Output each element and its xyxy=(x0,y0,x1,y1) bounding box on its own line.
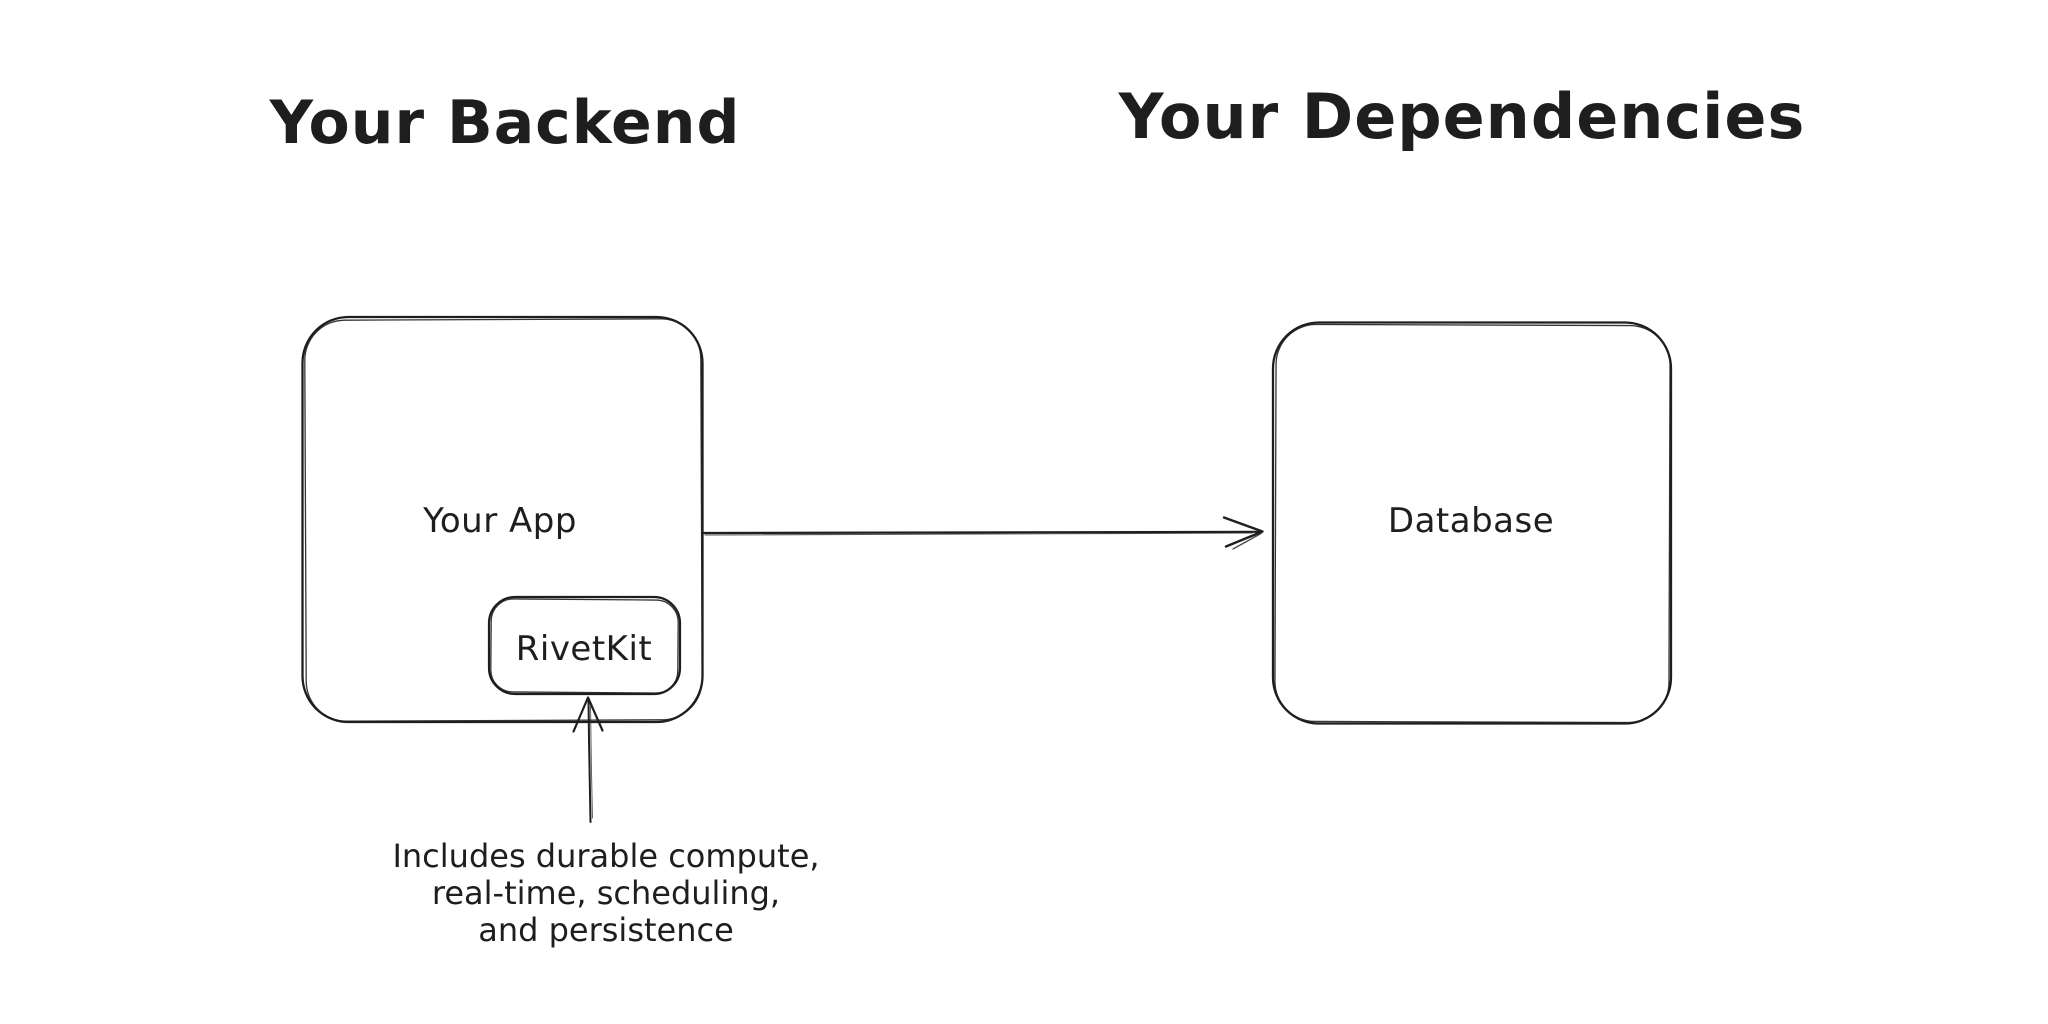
app-box-outline xyxy=(301,315,704,724)
annotation-line-1: Includes durable compute, xyxy=(392,837,820,875)
annotation-arrow xyxy=(572,696,604,823)
app-box-label: Your App xyxy=(423,501,577,541)
rivetkit-box-label: RivetKit xyxy=(515,629,653,669)
arrowhead-up xyxy=(572,696,604,733)
app-to-database-arrow xyxy=(702,516,1264,550)
rivetkit-annotation: Includes durable compute, real-time, sch… xyxy=(392,838,819,949)
database-box-outline xyxy=(1271,321,1673,725)
annotation-line-2: real-time, scheduling, xyxy=(431,874,781,912)
annotation-line-3: and persistence xyxy=(478,911,734,949)
rivetkit-box-outline xyxy=(487,595,682,696)
database-box-label: Database xyxy=(1387,501,1555,541)
left-section-title: Your Backend xyxy=(269,88,741,158)
arrowhead-right xyxy=(1222,516,1264,548)
right-section-title: Your Dependencies xyxy=(1118,80,1806,153)
